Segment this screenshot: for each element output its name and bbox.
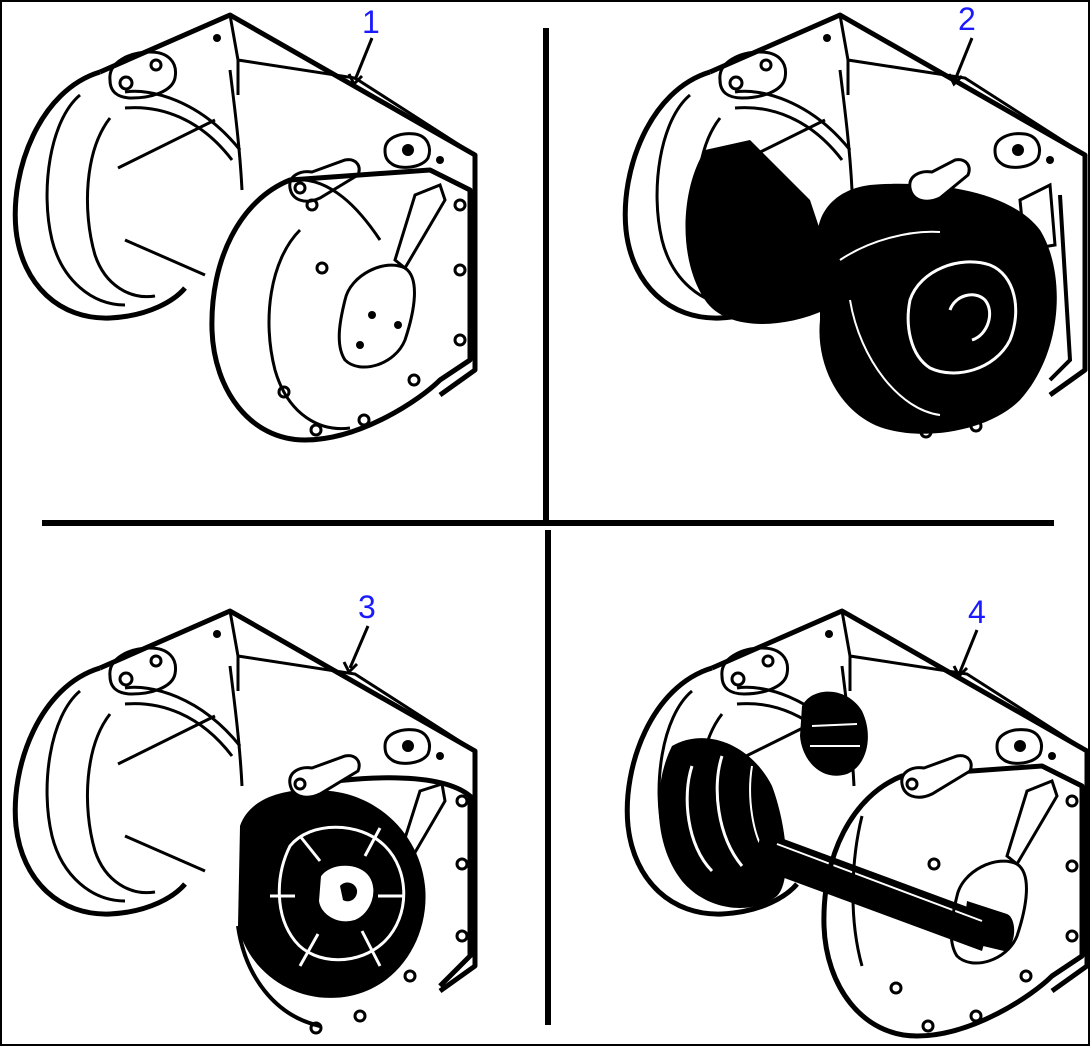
callout-label-2: 2: [958, 1, 976, 37]
callout-label-1: 1: [362, 4, 380, 40]
panel-4-winch-shaft-gear-icon: [627, 611, 1087, 1039]
panel-2-winch-brake-drum-icon: [625, 15, 1085, 439]
panel-1-winch-housing-icon: [15, 15, 475, 440]
panel-3-winch-clutch-icon: [15, 611, 475, 1035]
callout-label-3: 3: [358, 589, 376, 625]
callout-label-4: 4: [968, 594, 986, 630]
